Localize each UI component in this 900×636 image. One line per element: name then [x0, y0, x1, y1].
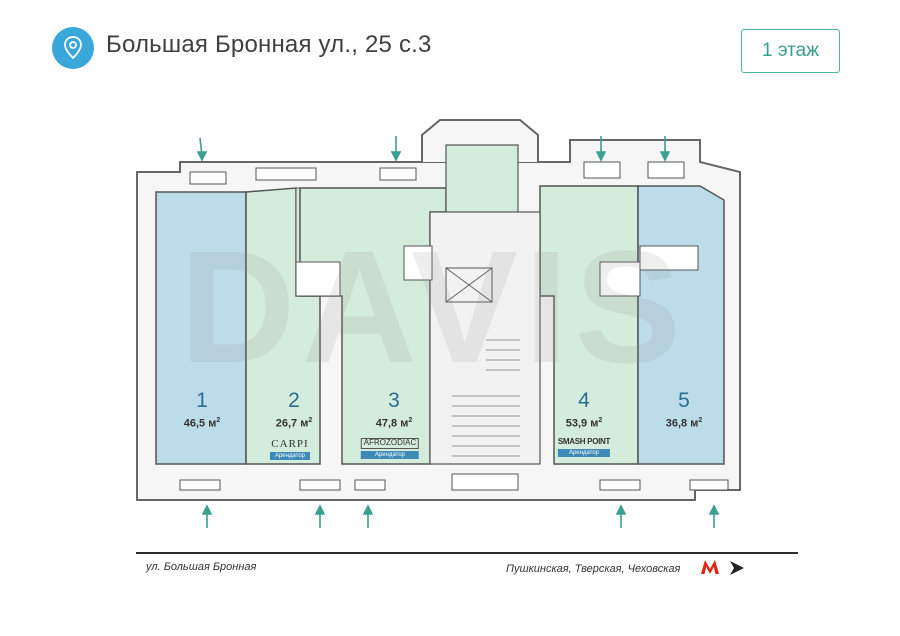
- wc-room-5: [639, 245, 699, 271]
- tenant-badge: Арендатор: [360, 450, 420, 459]
- tenant-logo-smash-point: SMASH POINT: [557, 437, 611, 446]
- room-2-area: 26,7 м2: [275, 417, 313, 430]
- header: Большая Бронная ул., 25 с.3 1 этаж: [0, 0, 900, 100]
- room-4-number: 4: [578, 389, 590, 412]
- room-4-label[interactable]: 4 53,9 м2: [566, 390, 603, 430]
- address-title: Большая Бронная ул., 25 с.3: [106, 31, 432, 58]
- room-2-number: 2: [288, 389, 300, 412]
- tenant-tag-room-2: CARPI Арендатор: [269, 438, 311, 461]
- room-3-area: 47,8 м2: [375, 417, 413, 430]
- stair-treads: [452, 339, 520, 457]
- room-1-fill[interactable]: [155, 191, 247, 465]
- wc-room-4: [599, 261, 641, 297]
- direction-arrow-icon: [730, 561, 744, 575]
- top-openings: [189, 161, 685, 185]
- street-name: ул. Большая Бронная: [146, 561, 257, 573]
- stair-core: [429, 211, 541, 465]
- wc-room-3: [403, 245, 433, 281]
- tenant-logo-afrozodiac: AFROZODIAC: [360, 438, 420, 449]
- room-5-number: 5: [678, 389, 690, 412]
- room-1-label[interactable]: 1 46,5 м2: [184, 390, 221, 430]
- metro-stations: Пушкинская, Тверская, Чеховская: [506, 563, 681, 575]
- room-3-label[interactable]: 3 47,8 м2: [376, 390, 413, 430]
- tenant-badge: Арендатор: [269, 452, 311, 461]
- lift-shaft: [445, 267, 493, 303]
- wc-room-2: [295, 261, 341, 297]
- tenant-badge: Арендатор: [557, 448, 611, 457]
- entrance-arrows: [196, 136, 720, 528]
- tenant-tag-room-3: AFROZODIAC Арендатор: [360, 438, 420, 459]
- tenant-tag-room-4: SMASH POINT Арендатор: [557, 437, 611, 457]
- bottom-openings: [179, 473, 729, 491]
- room-4-area: 53,9 м2: [565, 417, 603, 430]
- room-3-number: 3: [388, 389, 400, 412]
- room-2-label[interactable]: 2 26,7 м2: [276, 390, 313, 430]
- tenant-logo-carpi: CARPI: [271, 438, 309, 450]
- street-line: [136, 552, 798, 554]
- room-1-number: 1: [196, 389, 208, 412]
- location-pin-icon: [52, 27, 94, 69]
- room-5-label[interactable]: 5 36,8 м2: [666, 390, 703, 430]
- room-1-area: 46,5 м2: [183, 417, 221, 430]
- floor-selector-button[interactable]: 1 этаж: [741, 29, 840, 73]
- room-5-area: 36,8 м2: [665, 417, 703, 430]
- metro-icon: [701, 560, 719, 574]
